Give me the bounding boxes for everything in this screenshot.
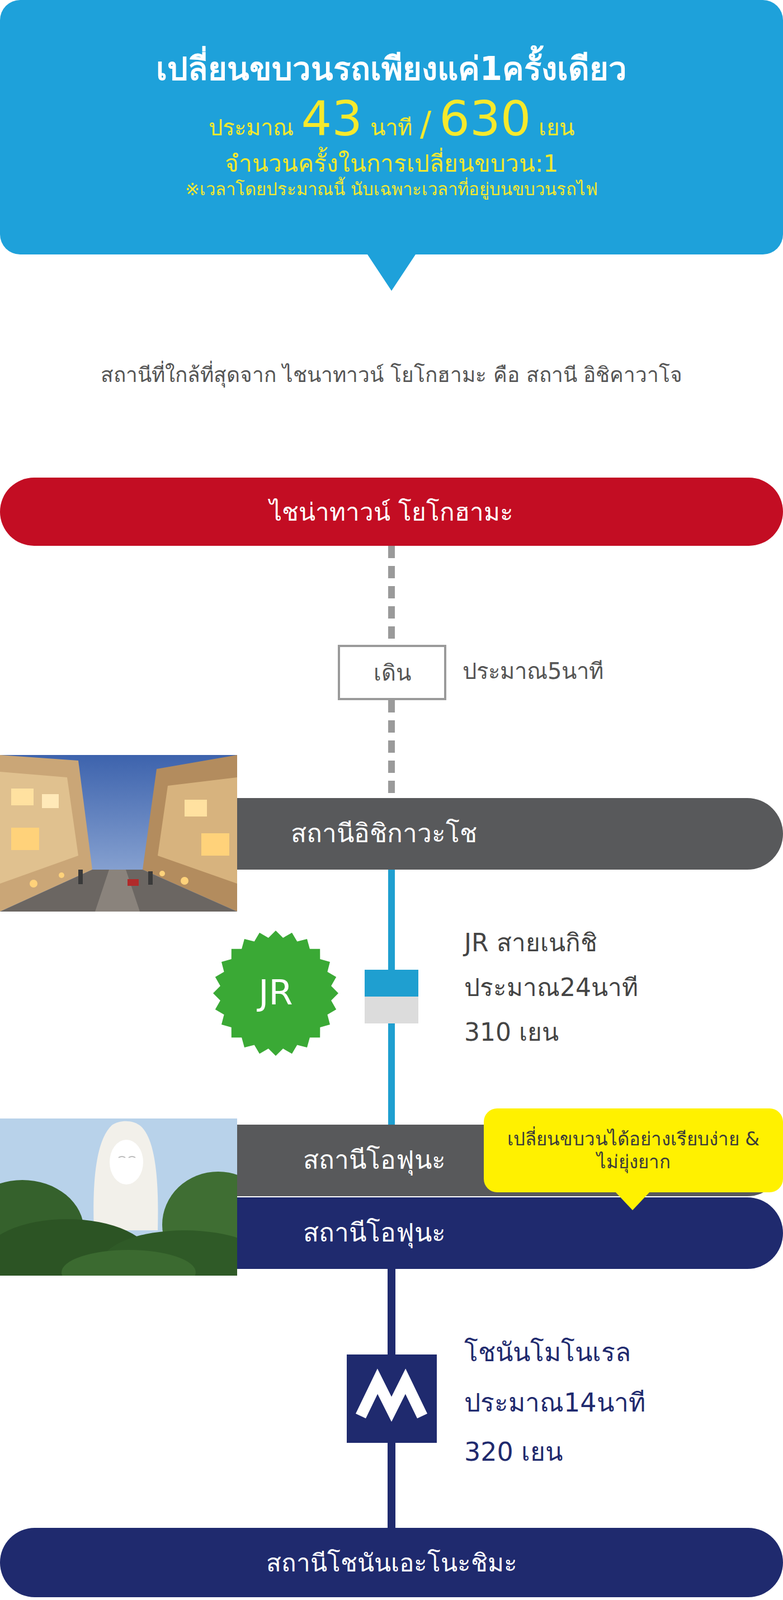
summary-text: เยน xyxy=(538,113,575,142)
transfer-callout: เปลี่ยนขบวนได้อย่างเรียบง่าย & ไม่ยุ่งยา… xyxy=(483,1108,783,1193)
jr-badge xyxy=(213,930,339,1056)
walk-box: เดิน xyxy=(337,644,447,701)
badge-text: JR xyxy=(225,970,327,1015)
callout-pointer xyxy=(366,252,417,291)
fare-text: 320 เยน xyxy=(464,1436,767,1469)
monorail-icon xyxy=(346,1354,437,1443)
text-row: สถานีโอฟุนะ xyxy=(303,1144,446,1177)
summary-box: เปลี่ยนขบวนรถเพียงแค่1ครั้งเดียวประมาณ43… xyxy=(0,0,783,255)
summary-text: ประมาณ xyxy=(208,113,294,142)
text-row: ประมาณ43นาที/630เยน xyxy=(208,88,575,150)
summary-text: เปลี่ยนขบวนรถเพียงแค่1ครั้งเดียว xyxy=(156,48,627,90)
text-row: เดิน xyxy=(373,658,412,687)
text-row: สถานีโชนันเอะโนะชิมะ xyxy=(266,1547,518,1579)
node-label: สถานีโชนันเอะโนะชิมะ xyxy=(266,1547,518,1579)
node-label: สถานีโอฟุนะ xyxy=(303,1217,446,1250)
note-text: สถานีที่ใกล้ที่สุดจาก ไชนาทาวน์ โยโกฮามะ… xyxy=(0,362,783,389)
summary-text: ※เวลาโดยประมาณนี้ นับเฉพาะเวลาที่อยู่บนข… xyxy=(185,178,598,201)
badge-shape xyxy=(213,930,339,1056)
station-band: ไชน่าทาวน์ โยโกฮามะ xyxy=(0,477,783,546)
node-label: สถานีอิชิกาวะโช xyxy=(290,817,478,851)
summary-text: นาที xyxy=(370,113,413,142)
fare-text: 310 เยน xyxy=(464,1016,767,1048)
statue-photo xyxy=(0,1118,238,1276)
line-name: โชนันโมโนเรล xyxy=(464,1336,767,1370)
summary-text: / xyxy=(420,102,432,145)
node-label: สถานีโอฟุนะ xyxy=(303,1144,446,1177)
duration-text: ประมาณ5นาที xyxy=(462,657,743,686)
connector-line xyxy=(388,545,395,645)
text-row: เปลี่ยนขบวนรถเพียงแค่1ครั้งเดียว xyxy=(156,48,627,90)
summary-text: จำนวนครั้งในการเปลี่ยนขบวน:1 xyxy=(224,149,559,179)
text-row: จำนวนครั้งในการเปลี่ยนขบวน:1 xyxy=(224,149,559,179)
text-row: สถานีอิชิกาวะโช xyxy=(290,817,478,851)
jr-line-icon xyxy=(364,969,419,1024)
station-band: สถานีโอฟุนะ xyxy=(237,1197,783,1270)
summary-text: 43 xyxy=(301,88,363,150)
text-row: สถานีโอฟุนะ xyxy=(303,1217,446,1250)
line-name: JR สายเนกิชิ xyxy=(464,927,767,959)
duration-text: ประมาณ14นาที xyxy=(464,1387,767,1420)
summary-text: 630 xyxy=(439,88,531,150)
connector-line xyxy=(388,700,395,799)
station-band: สถานีอิชิกาวะโช xyxy=(237,798,783,870)
node-label: เปลี่ยนขบวนได้อย่างเรียบง่าย & ไม่ยุ่งยา… xyxy=(497,1127,770,1174)
duration-text: ประมาณ24นาที xyxy=(464,972,767,1003)
text-row: ※เวลาโดยประมาณนี้ นับเฉพาะเวลาที่อยู่บนข… xyxy=(185,178,598,201)
street-photo xyxy=(0,755,238,912)
text-row: ไชน่าทาวน์ โยโกฮามะ xyxy=(269,496,514,528)
node-label: ไชน่าทาวน์ โยโกฮามะ xyxy=(269,496,514,528)
text-row: เปลี่ยนขบวนได้อย่างเรียบง่าย & ไม่ยุ่งยา… xyxy=(497,1127,770,1174)
node-label: เดิน xyxy=(373,658,412,687)
station-band: สถานีโชนันเอะโนะชิมะ xyxy=(0,1527,783,1598)
callout-pointer xyxy=(614,1191,651,1211)
